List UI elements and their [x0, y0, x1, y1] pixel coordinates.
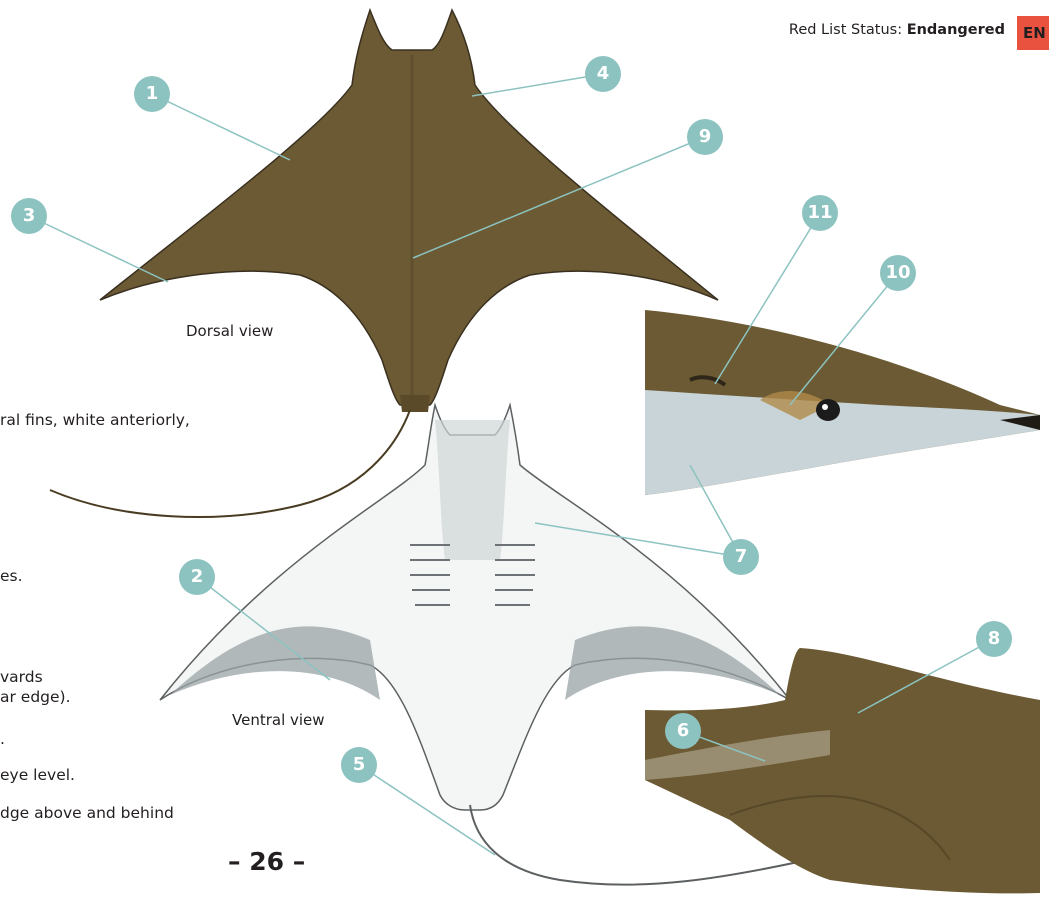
body-text-fragment: ral fins, white anteriorly,: [0, 411, 190, 429]
ventral-view-caption: Ventral view: [232, 711, 325, 729]
callout-8: 8: [976, 621, 1012, 657]
body-text-fragment: ar edge).: [0, 688, 71, 706]
callout-7: 7: [723, 539, 759, 575]
callout-5: 5: [341, 747, 377, 783]
body-text-fragment: dge above and behind: [0, 804, 174, 822]
page-number: – 26 –: [228, 847, 305, 876]
body-text-fragment: vards: [0, 668, 43, 686]
dorsal-view-caption: Dorsal view: [186, 322, 273, 340]
status-badge: EN: [1017, 16, 1049, 50]
callout-9: 9: [687, 119, 723, 155]
body-text-fragment: .: [0, 730, 5, 748]
callout-1: 1: [134, 76, 170, 112]
callout-6: 6: [665, 713, 701, 749]
body-text-fragment: es.: [0, 567, 23, 585]
status-label: Red List Status:: [789, 22, 907, 38]
status-value: Endangered: [907, 22, 1005, 38]
body-text-fragment: eye level.: [0, 766, 75, 784]
callout-10: 10: [880, 255, 916, 291]
callout-3: 3: [11, 198, 47, 234]
red-list-status: Red List Status: Endangered: [789, 22, 1005, 38]
head-closeup: [645, 310, 1040, 495]
callout-4: 4: [585, 56, 621, 92]
callout-11: 11: [802, 195, 838, 231]
callout-2: 2: [179, 559, 215, 595]
dorsal-fin-closeup: [645, 648, 1040, 893]
